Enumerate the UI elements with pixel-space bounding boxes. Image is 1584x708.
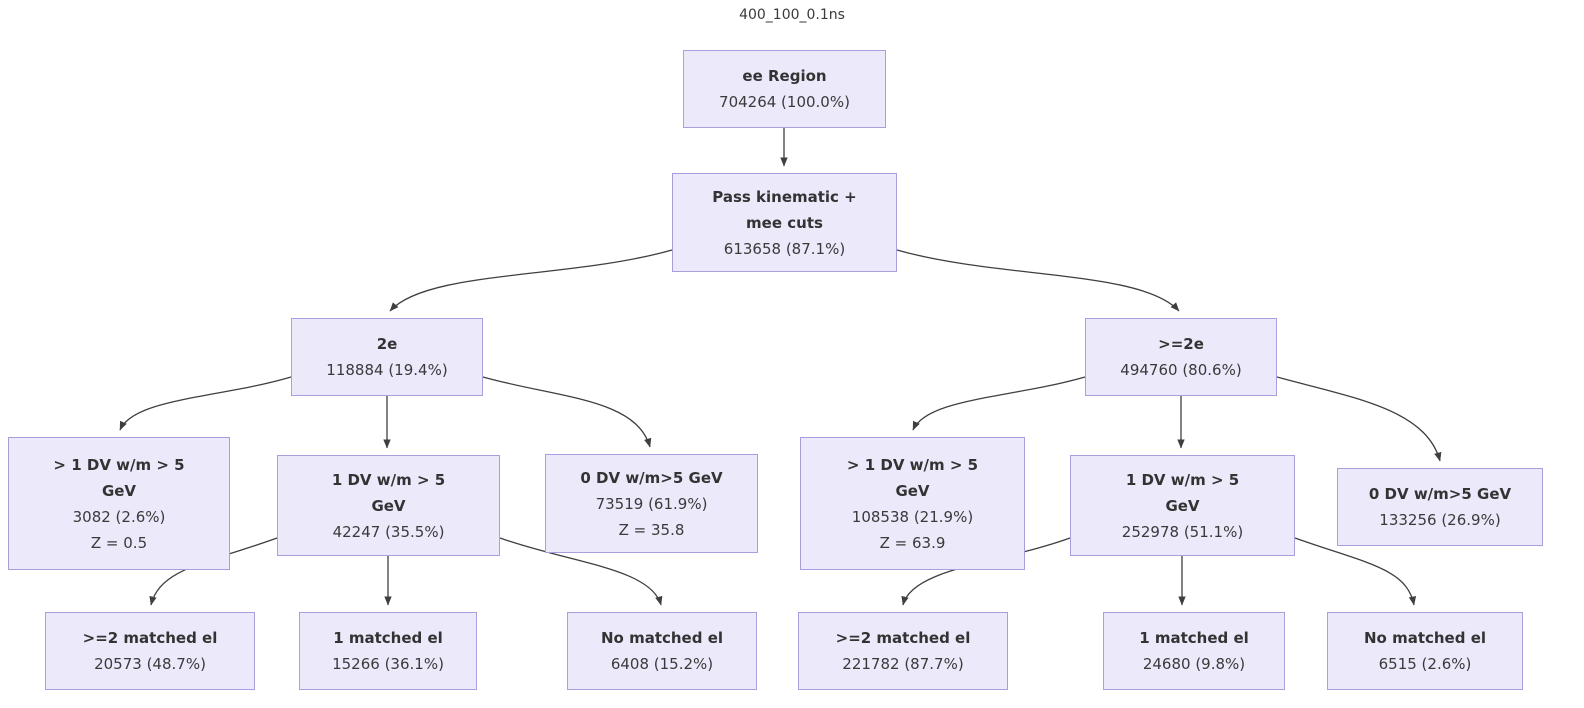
- edge-ge2e-r-0dv: [1276, 376, 1442, 462]
- node-label: 1 DV w/m > 5 GeV: [1125, 470, 1240, 515]
- node-left-0-dv: 0 DV w/m>5 GeV 73519 (61.9%) Z = 35.8: [545, 454, 758, 553]
- edge-2e-l-gt1dv: [119, 376, 292, 431]
- edge-pass-ge2e: [896, 249, 1180, 312]
- node-label: 2e: [376, 335, 398, 353]
- node-z-score: Z = 35.8: [618, 520, 685, 539]
- node-label: 1 matched el: [333, 629, 443, 647]
- node-value: 15266 (36.1%): [332, 655, 444, 673]
- node-label: >=2e: [1158, 335, 1204, 353]
- diagram-title: 400_100_0.1ns: [739, 7, 845, 23]
- node-value: 24680 (9.8%): [1142, 655, 1246, 673]
- edge-r-1dv-r-0m: [1294, 537, 1417, 606]
- node-value: 613658 (87.1%): [723, 239, 846, 258]
- node-right-no-matched-el: No matched el 6515 (2.6%): [1327, 612, 1523, 690]
- node-z-score: Z = 0.5: [90, 533, 148, 552]
- node-left-1-matched-el: 1 matched el 15266 (36.1%): [299, 612, 477, 690]
- node-value: 252978 (51.1%): [1121, 522, 1244, 541]
- node-label: > 1 DV w/m > 5 GeV: [846, 455, 979, 500]
- node-value: 133256 (26.9%): [1379, 511, 1501, 529]
- node-ge2e: >=2e 494760 (80.6%): [1085, 318, 1277, 396]
- edge-pass-2e: [389, 249, 673, 312]
- node-value: 108538 (21.9%): [851, 507, 974, 526]
- node-label: >=2 matched el: [835, 629, 971, 647]
- node-value: 42247 (35.5%): [332, 522, 445, 541]
- node-right-0-dv: 0 DV w/m>5 GeV 133256 (26.9%): [1337, 468, 1543, 546]
- edge-2e-l-0dv: [482, 376, 652, 448]
- node-label: > 1 DV w/m > 5 GeV: [53, 455, 185, 500]
- node-left-1-dv: 1 DV w/m > 5 GeV 42247 (35.5%): [277, 455, 500, 556]
- node-left-gt1-dv: > 1 DV w/m > 5 GeV 3082 (2.6%) Z = 0.5: [8, 437, 230, 570]
- node-left-ge2-matched-el: >=2 matched el 20573 (48.7%): [45, 612, 255, 690]
- node-label: ee Region: [742, 67, 827, 85]
- node-label: 1 DV w/m > 5 GeV: [331, 470, 446, 515]
- node-ee-region: ee Region 704264 (100.0%): [683, 50, 886, 128]
- node-2e: 2e 118884 (19.4%): [291, 318, 483, 396]
- node-pass-kinematic-mee-cuts: Pass kinematic + mee cuts 613658 (87.1%): [672, 173, 897, 272]
- node-value: 6515 (2.6%): [1378, 655, 1472, 673]
- node-value: 494760 (80.6%): [1120, 361, 1242, 379]
- node-label: No matched el: [1363, 629, 1487, 647]
- node-left-no-matched-el: No matched el 6408 (15.2%): [567, 612, 757, 690]
- node-label: >=2 matched el: [82, 629, 218, 647]
- edge-ge2e-r-gt1dv: [912, 376, 1086, 431]
- node-label: Pass kinematic + mee cuts: [712, 187, 857, 232]
- node-label: 1 matched el: [1139, 629, 1249, 647]
- edge-l-1dv-l-0m: [499, 537, 663, 606]
- node-z-score: Z = 63.9: [879, 533, 946, 552]
- node-right-1-matched-el: 1 matched el 24680 (9.8%): [1103, 612, 1285, 690]
- node-right-ge2-matched-el: >=2 matched el 221782 (87.7%): [798, 612, 1008, 690]
- node-label: 0 DV w/m>5 GeV: [580, 468, 723, 487]
- node-right-1-dv: 1 DV w/m > 5 GeV 252978 (51.1%): [1070, 455, 1295, 556]
- node-right-gt1-dv: > 1 DV w/m > 5 GeV 108538 (21.9%) Z = 63…: [800, 437, 1025, 570]
- node-value: 6408 (15.2%): [610, 655, 714, 673]
- node-value: 221782 (87.7%): [842, 655, 964, 673]
- node-value: 73519 (61.9%): [595, 494, 708, 513]
- node-value: 20573 (48.7%): [94, 655, 206, 673]
- node-label: No matched el: [600, 629, 724, 647]
- node-value: 704264 (100.0%): [719, 93, 850, 111]
- node-value: 118884 (19.4%): [326, 361, 448, 379]
- node-label: 0 DV w/m>5 GeV: [1368, 485, 1512, 503]
- node-value: 3082 (2.6%): [72, 507, 166, 526]
